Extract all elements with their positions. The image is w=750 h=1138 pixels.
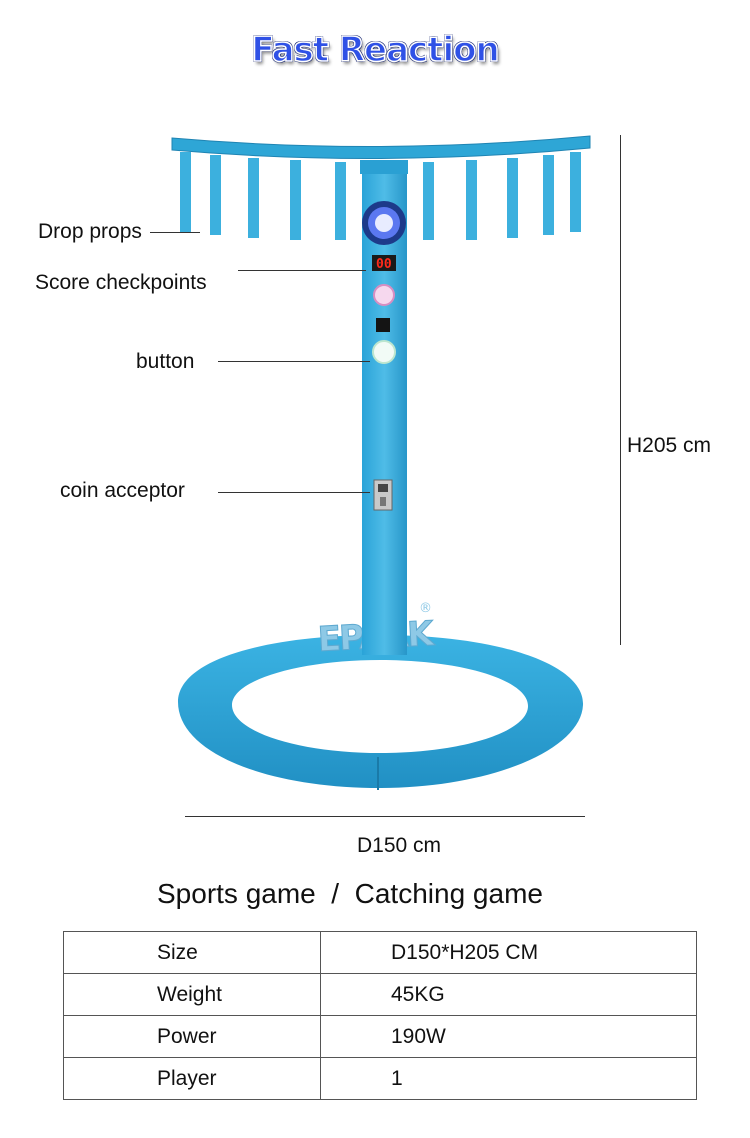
diameter-dimension-line <box>185 816 585 817</box>
score-button-pink <box>373 284 395 306</box>
leader-coin-acceptor <box>218 492 370 493</box>
game-category-subtitle: Sports game / Catching game <box>157 878 543 909</box>
spec-label: Player <box>63 1057 321 1100</box>
spec-table: Size D150*H205 CM Weight 45KG Power 190W… <box>63 931 697 1100</box>
spec-label: Power <box>63 1015 321 1058</box>
ring-base <box>178 635 584 790</box>
coin-acceptor <box>373 479 393 511</box>
logo-mark: ® <box>419 601 432 616</box>
arcade-machine-illustration: EPARK ® 00 <box>171 135 591 790</box>
spec-label: Size <box>63 931 321 974</box>
target-light <box>362 201 406 245</box>
spec-value: 190W <box>320 1015 697 1058</box>
diameter-label: D150 cm <box>357 834 442 857</box>
spec-value: D150*H205 CM <box>320 931 697 974</box>
table-row: Player 1 <box>63 1057 697 1100</box>
table-row: Power 190W <box>63 1015 697 1058</box>
spec-label: Weight <box>63 973 321 1016</box>
callout-score-checkpoints: Score checkpoints <box>35 271 207 294</box>
spec-value: 1 <box>320 1057 697 1100</box>
leader-drop-props <box>150 232 200 233</box>
score-digits: 00 <box>376 257 392 272</box>
sensor-square <box>376 318 390 332</box>
leader-score-checkpoints <box>238 270 366 271</box>
drop-prop-tubes <box>180 152 581 240</box>
callout-drop-props: Drop props <box>38 220 142 243</box>
drop-frame <box>171 135 591 240</box>
callout-coin-acceptor: coin acceptor <box>60 479 185 502</box>
height-label: H205 cm <box>627 434 712 457</box>
table-row: Weight 45KG <box>63 973 697 1016</box>
callout-button: button <box>136 350 195 373</box>
machine-pole <box>362 165 407 655</box>
score-display: 00 <box>372 255 396 272</box>
height-dimension-line <box>620 135 621 645</box>
page-title: Fast Reaction <box>251 29 501 71</box>
table-row: Size D150*H205 CM <box>63 931 697 974</box>
start-button <box>372 340 396 364</box>
leader-button <box>218 361 370 362</box>
spec-value: 45KG <box>320 973 697 1016</box>
